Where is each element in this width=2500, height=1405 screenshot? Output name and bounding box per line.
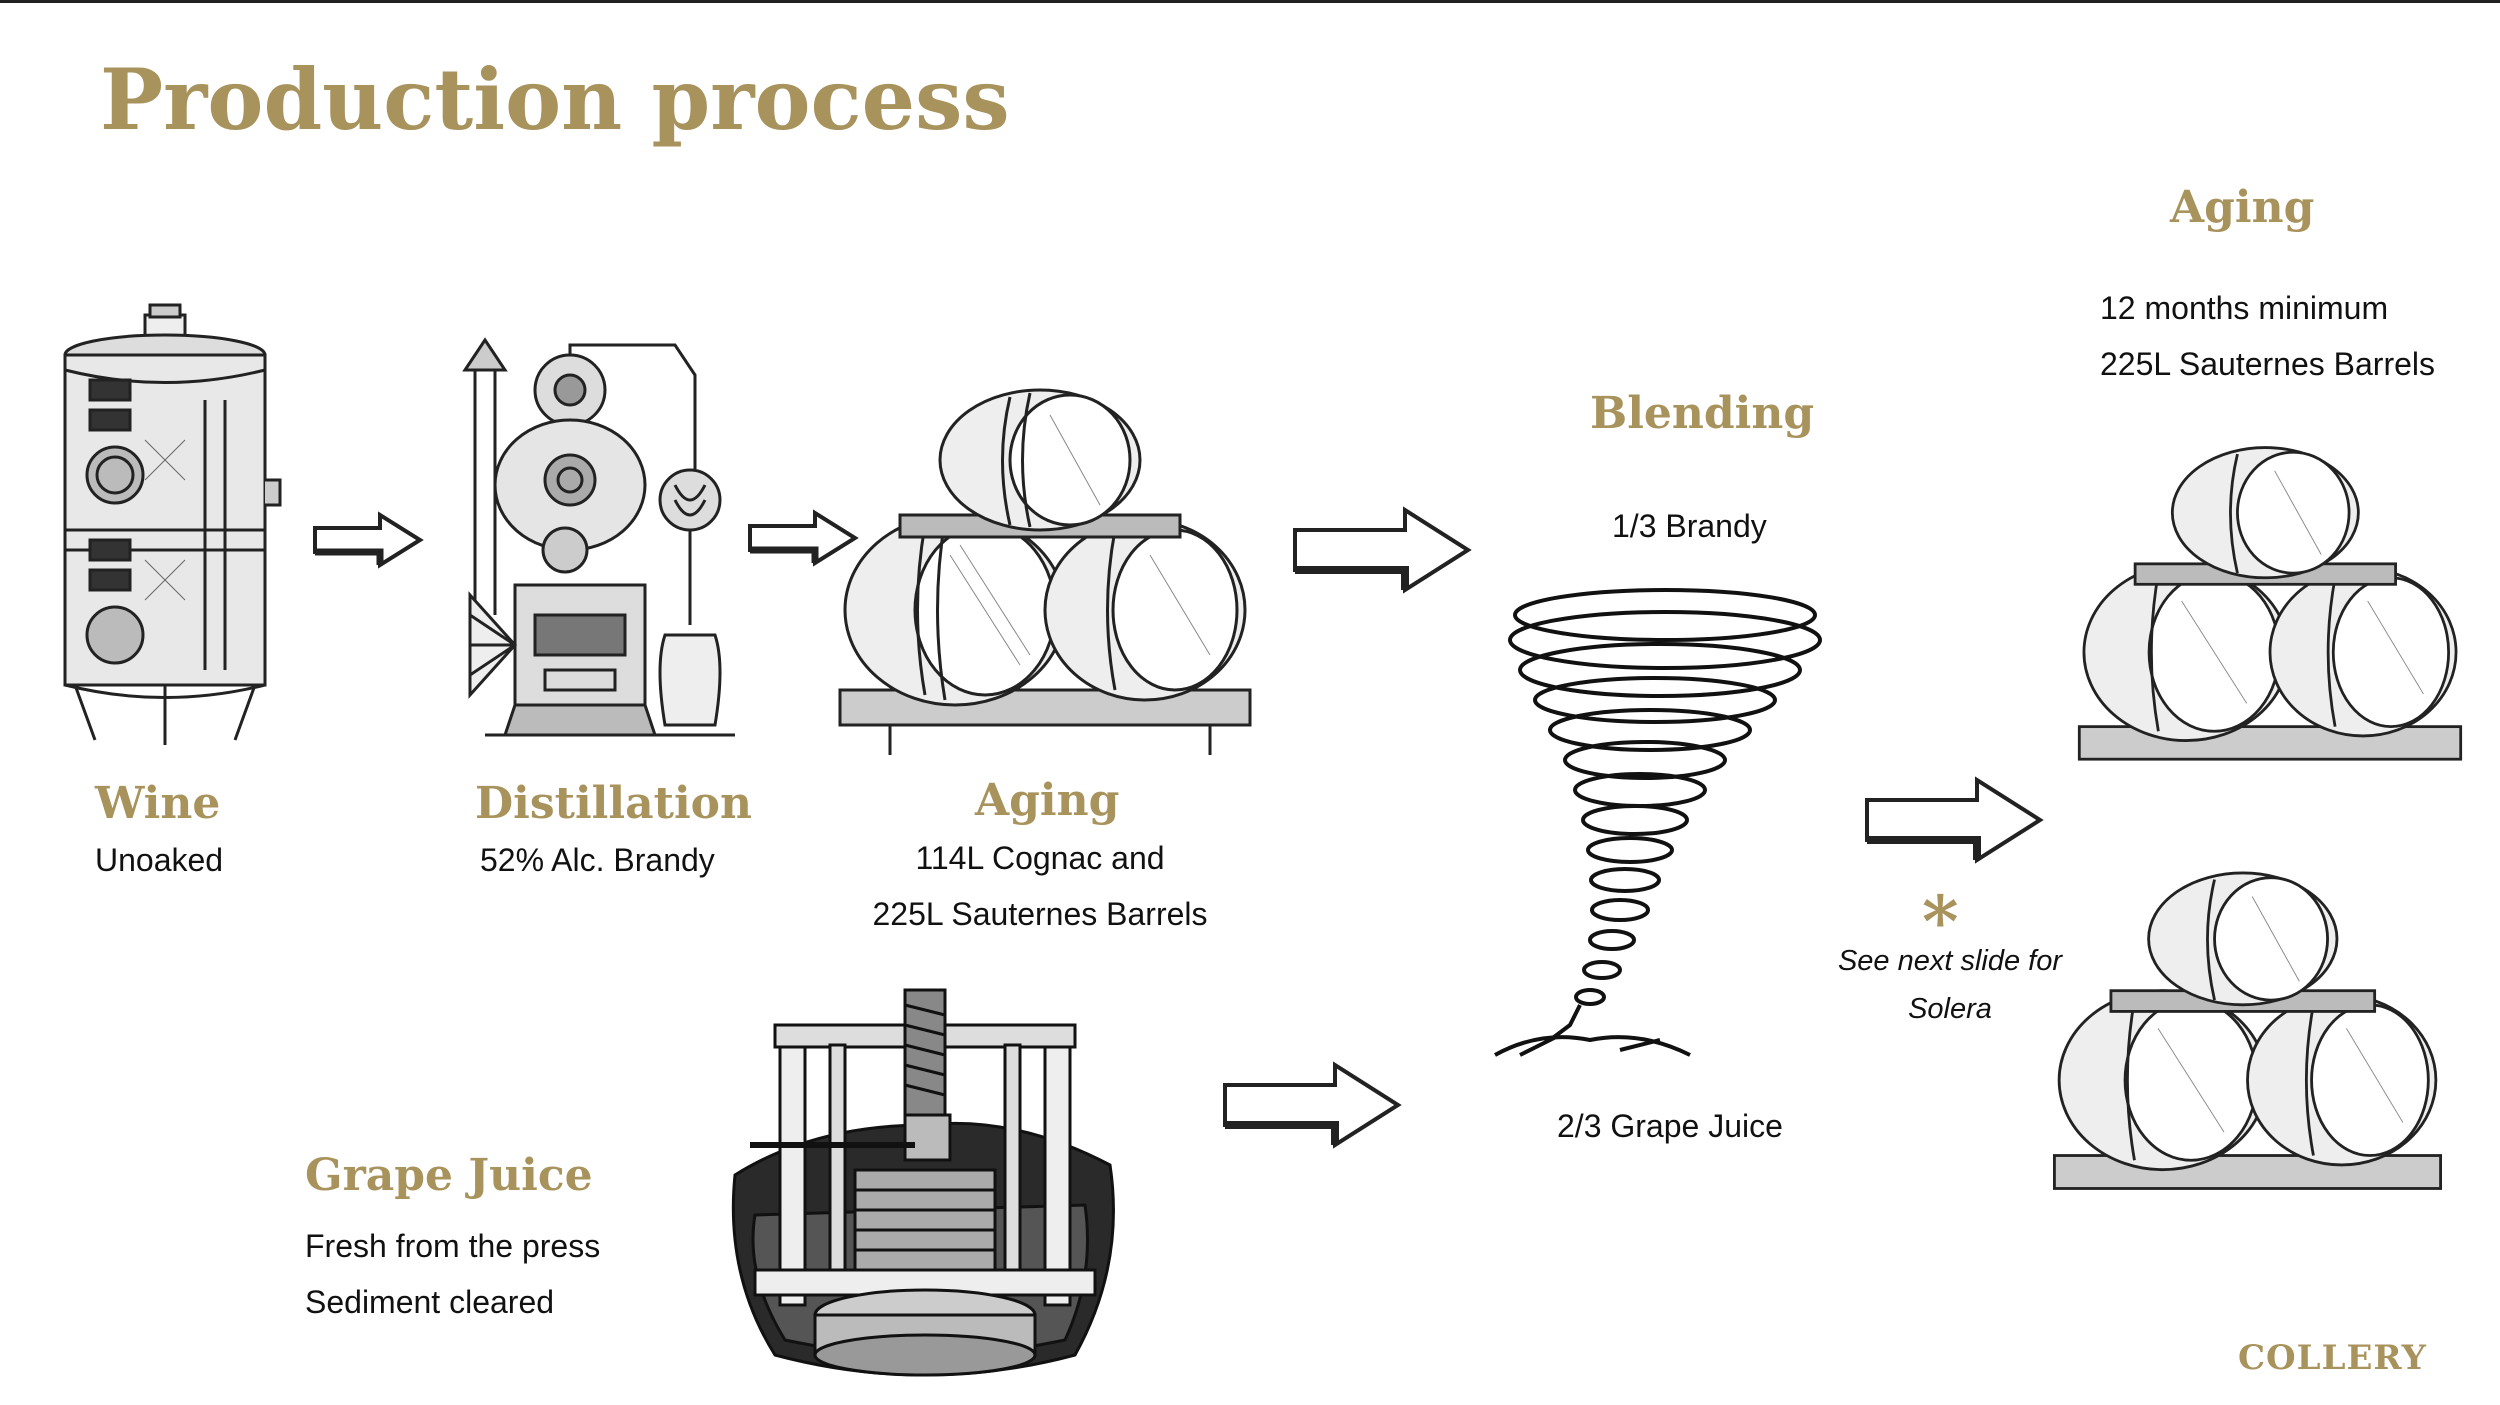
- distillation-title: Distillation: [475, 778, 752, 829]
- barrels-icon: [2045, 860, 2450, 1225]
- aging-desc-1: 114L Cognac and: [880, 840, 1200, 877]
- barrels-icon: [2070, 435, 2470, 795]
- tornado-icon: [1490, 585, 1840, 1070]
- barrels-icon: [830, 385, 1260, 755]
- blending-brandy: 1/3 Brandy: [1612, 508, 1767, 545]
- aging-title-2: Aging: [2170, 182, 2314, 233]
- page-title: Production process: [100, 50, 1010, 149]
- wine-title: Wine: [95, 778, 220, 829]
- brand-logo: COLLERY: [2238, 1338, 2427, 1378]
- wine-tank-icon: [55, 300, 285, 760]
- grape-juice-desc-2: Sediment cleared: [305, 1284, 554, 1321]
- arrow-icon: [1220, 1060, 1405, 1150]
- aging-desc-2: 225L Sauternes Barrels: [860, 896, 1220, 933]
- arrow-icon: [310, 510, 425, 570]
- grape-juice-title: Grape Juice: [305, 1150, 593, 1201]
- wine-desc: Unoaked: [95, 842, 223, 879]
- grape-juice-desc-1: Fresh from the press: [305, 1228, 600, 1265]
- arrow-icon: [1290, 505, 1475, 595]
- aging2-desc-2: 225L Sauternes Barrels: [2100, 346, 2435, 383]
- still-icon: [455, 315, 745, 745]
- aging-title-1: Aging: [975, 775, 1119, 826]
- top-border: [0, 0, 2500, 3]
- aging2-desc-1: 12 months minimum: [2100, 290, 2388, 327]
- blending-title: Blending: [1590, 388, 1814, 439]
- arrow-icon: [1862, 775, 2047, 865]
- press-icon: [715, 985, 1135, 1380]
- distillation-desc: 52% Alc. Brandy: [480, 842, 715, 879]
- blending-grape-juice: 2/3 Grape Juice: [1557, 1108, 1783, 1145]
